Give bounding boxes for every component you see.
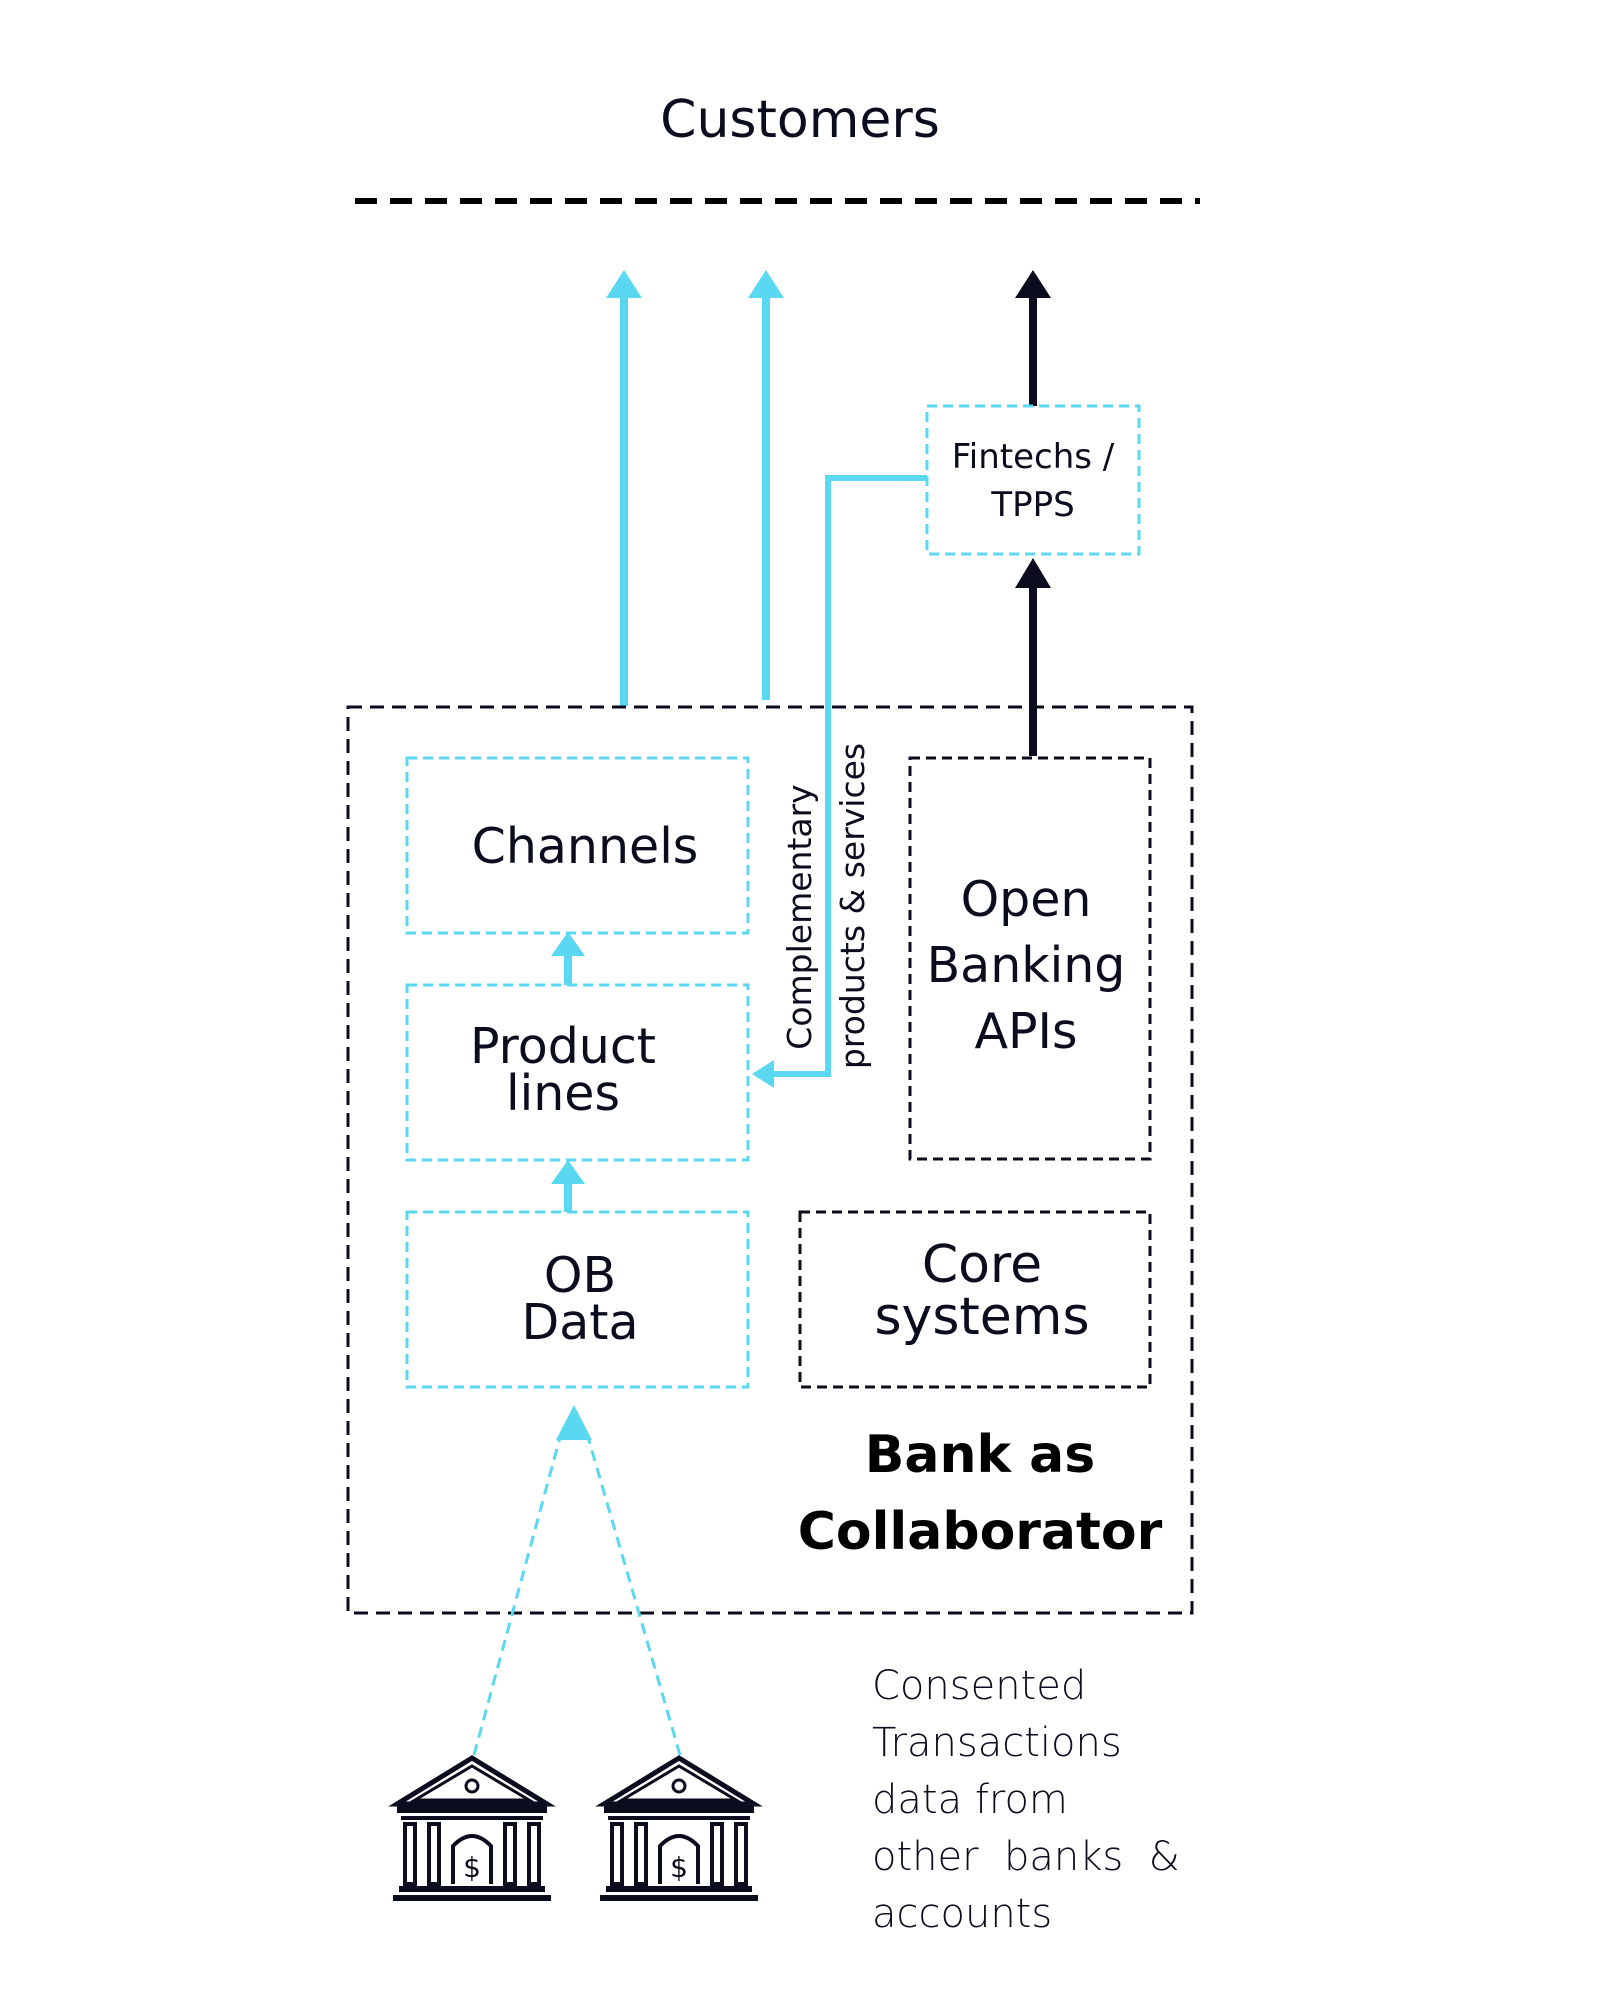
fintechs-label-line2: TPPS: [990, 485, 1074, 525]
consent-data-arrow: [472, 1405, 682, 1756]
consent-text-line1: Consented: [872, 1663, 1086, 1709]
fintech-to-customers-arrow: [1015, 270, 1051, 406]
complementary-label-line2: products & services: [833, 743, 872, 1069]
bank-building-icon: [393, 1758, 551, 1901]
open-banking-apis-label-line1: Open: [961, 871, 1092, 928]
customers-title: Customers: [660, 90, 940, 150]
bank-container-box: [346, 705, 1194, 1615]
core-systems-label-line2: systems: [874, 1287, 1089, 1347]
bank-as-collaborator-label-line1: Bank as: [865, 1425, 1095, 1485]
second-to-customers-arrow: [748, 270, 784, 700]
ob-data-label-line2: Data: [522, 1294, 639, 1351]
consent-text-line4: other banks &: [872, 1834, 1180, 1880]
complementary-label-line1: Complementary: [780, 784, 819, 1049]
product-lines-to-channels-arrow: [551, 932, 585, 985]
consent-text-line3: data from: [872, 1777, 1068, 1823]
complementary-connector-arrow: [752, 475, 927, 1088]
core-systems-box: [798, 1210, 1152, 1389]
core-systems-label-line1: Core: [922, 1235, 1042, 1295]
consent-text-line5: accounts: [872, 1891, 1052, 1937]
consent-text-line2: Transactions: [872, 1720, 1122, 1766]
open-banking-apis-label-line3: APIs: [974, 1003, 1077, 1060]
ob-data-label-line1: OB: [544, 1247, 616, 1304]
fintechs-box: [925, 404, 1141, 556]
channels-box: [405, 756, 750, 935]
bank-as-collaborator-label-line2: Collaborator: [798, 1502, 1163, 1562]
ob-data-to-product-lines-arrow: [551, 1160, 585, 1212]
channels-label: Channels: [472, 818, 699, 875]
ob-data-box: [405, 1210, 750, 1389]
apis-to-fintech-arrow: [1015, 558, 1051, 756]
product-lines-box: [405, 983, 750, 1162]
open-banking-apis-box: [908, 756, 1152, 1161]
fintechs-label-line1: Fintechs /: [952, 437, 1115, 477]
bank-building-icon: [600, 1758, 758, 1901]
product-lines-label-line2: lines: [506, 1065, 620, 1122]
product-lines-label-line1: Product: [470, 1018, 656, 1075]
channels-to-customers-arrow: [606, 270, 642, 706]
open-banking-apis-label-line2: Banking: [927, 937, 1126, 994]
